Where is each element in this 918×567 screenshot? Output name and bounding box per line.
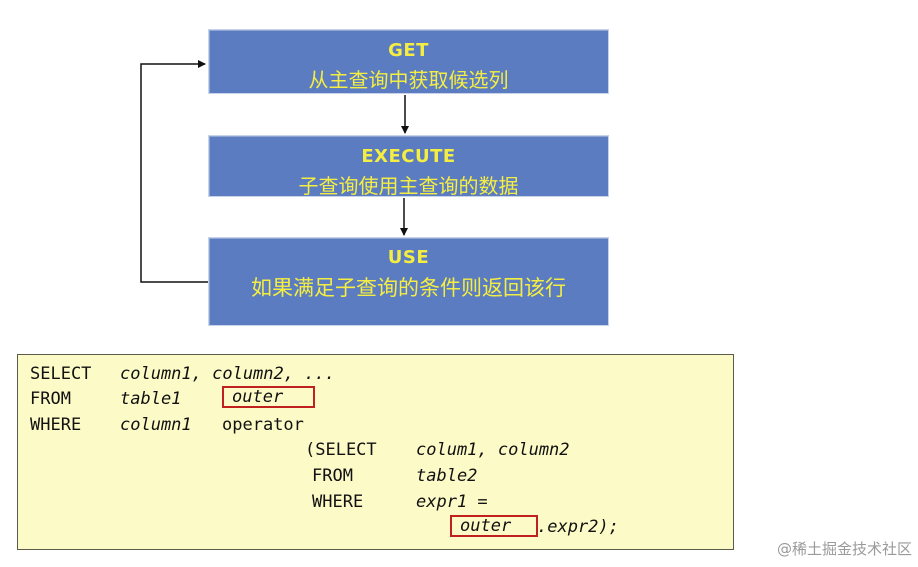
code-select-columns: column1, column2, ... <box>120 364 335 384</box>
code-expr1: expr1 = <box>416 492 488 512</box>
arrow-use-loop-back-to-get <box>140 60 208 283</box>
code-subquery-where: WHERE <box>312 492 364 512</box>
code-subquery-select: (SELECT <box>305 440 377 460</box>
code-expr2: .expr2); <box>537 517 619 537</box>
code-column1: column1 <box>120 415 192 435</box>
code-operator: operator <box>222 415 304 435</box>
flow-title-use: USE <box>387 247 430 268</box>
outer-alias-highlight: outer <box>222 386 315 408</box>
code-keyword-from: FROM <box>30 389 71 409</box>
watermark: @稀土掘金技术社区 <box>776 540 912 558</box>
code-table2: table2 <box>416 466 478 486</box>
code-subquery-columns: colum1, column2 <box>416 440 570 460</box>
code-keyword-select: SELECT <box>30 364 92 384</box>
flow-desc-execute: 子查询使用主查询的数据 <box>298 174 519 198</box>
flow-desc-get: 从主查询中获取候选列 <box>308 68 509 92</box>
flow-box-use: USE 如果满足子查询的条件则返回该行 <box>208 237 609 326</box>
flow-title-get: GET <box>388 40 429 61</box>
outer-reference-highlight: outer <box>450 515 538 537</box>
code-keyword-where: WHERE <box>30 415 82 435</box>
flow-title-execute: EXECUTE <box>361 146 456 167</box>
sql-code-panel: SELECT column1, column2, ... FROM table1… <box>17 354 734 550</box>
flow-box-execute: EXECUTE 子查询使用主查询的数据 <box>208 135 609 198</box>
code-table1: table1 <box>120 389 182 409</box>
flow-desc-use: 如果满足子查询的条件则返回该行 <box>251 276 566 300</box>
flow-box-get: GET 从主查询中获取候选列 <box>208 29 609 94</box>
code-subquery-from: FROM <box>312 466 353 486</box>
